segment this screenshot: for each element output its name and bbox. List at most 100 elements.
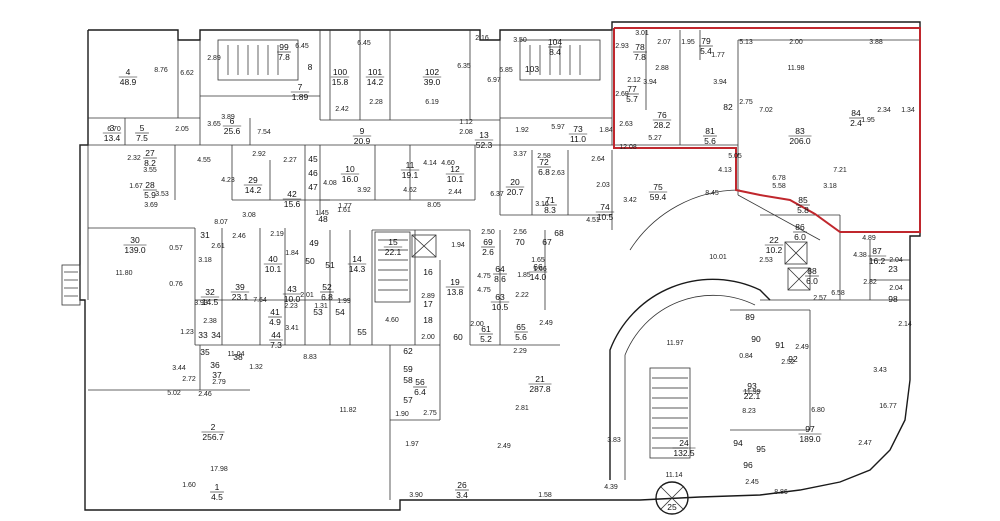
dimension-label: 2.75 xyxy=(739,99,753,106)
room-number: 65 xyxy=(516,322,526,332)
room-label-65: 655.6 xyxy=(514,322,528,342)
room-number: 89 xyxy=(745,312,755,322)
room-label-1: 14.5 xyxy=(210,482,224,502)
dimension-label: 1.58 xyxy=(538,492,552,499)
room-area: 14.0 xyxy=(530,272,547,282)
room-number: 92 xyxy=(788,354,798,364)
room-area: 6.8 xyxy=(538,167,550,177)
room-number: 99 xyxy=(279,42,289,52)
dimension-label: 2.38 xyxy=(203,318,217,325)
dimension-label: 2.81 xyxy=(515,405,529,412)
room-label-59: 59 xyxy=(403,364,413,374)
room-number: 20 xyxy=(510,177,520,187)
room-area: 206.0 xyxy=(789,136,811,146)
dimension-label: 1.85 xyxy=(517,272,531,279)
dimension-label: 1.67 xyxy=(129,183,143,190)
room-number: 41 xyxy=(270,307,280,317)
room-label-58: 58 xyxy=(403,375,413,385)
room-area: 59.4 xyxy=(650,192,667,202)
dimension-label: 6.97 xyxy=(487,77,501,84)
dimension-label: 2.05 xyxy=(175,126,189,133)
dimension-label: 1.61 xyxy=(337,207,351,214)
room-number: 101 xyxy=(368,67,382,77)
room-area: 5.4 xyxy=(700,46,712,56)
dimension-label: 1.94 xyxy=(451,242,465,249)
room-label-53: 53 xyxy=(313,307,323,317)
room-area: 22.1 xyxy=(385,247,402,257)
dimension-label: 0.76 xyxy=(169,281,183,288)
room-number: 34 xyxy=(211,330,221,340)
room-label-27: 278.2 xyxy=(143,148,157,168)
dimension-label: 3.18 xyxy=(823,183,837,190)
room-number: 14 xyxy=(352,254,362,264)
room-label-78: 787.8 xyxy=(633,42,647,62)
dimension-label: 2.42 xyxy=(335,106,349,113)
dimension-label: 6.45 xyxy=(295,43,309,50)
dimension-label: 1.66 xyxy=(533,266,547,273)
dimension-label: 2.49 xyxy=(795,344,809,351)
room-number: 7 xyxy=(298,82,303,92)
room-label-62: 62 xyxy=(403,346,413,356)
dimension-label: 2.75 xyxy=(423,410,437,417)
room-number: 44 xyxy=(271,330,281,340)
dimension-label: 1.32 xyxy=(249,364,263,371)
dimension-label: 4.75 xyxy=(477,287,491,294)
dimension-label: 4.14 xyxy=(423,160,437,167)
dimension-label: 1.97 xyxy=(405,441,419,448)
room-number: 64 xyxy=(495,264,505,274)
room-area: 22.1 xyxy=(744,391,761,401)
room-number: 95 xyxy=(756,444,766,454)
dimension-label: 7.02 xyxy=(759,107,773,114)
room-number: 63 xyxy=(495,292,505,302)
dimension-label: 11.80 xyxy=(116,270,133,277)
room-label-56: 566.4 xyxy=(413,377,427,397)
room-number: 75 xyxy=(653,182,663,192)
dimension-label: 1.84 xyxy=(285,250,299,257)
room-number: 26 xyxy=(457,480,467,490)
room-label-81: 815.6 xyxy=(703,126,717,146)
dimension-label: 3.94 xyxy=(643,79,657,86)
dimension-label: 11.97 xyxy=(667,340,684,347)
room-label-37: 37 xyxy=(212,370,222,380)
dimension-label: 2.50 xyxy=(481,229,495,236)
room-area: 8.2 xyxy=(144,158,156,168)
room-label-50: 50 xyxy=(305,256,315,266)
room-number: 47 xyxy=(308,182,318,192)
room-area: 20.9 xyxy=(354,136,371,146)
room-number: 25 xyxy=(667,502,677,512)
room-number: 30 xyxy=(130,235,140,245)
room-label-88: 886.0 xyxy=(805,266,819,286)
room-number: 6 xyxy=(230,116,235,126)
room-label-16: 16 xyxy=(423,267,433,277)
room-area: 10.2 xyxy=(766,245,783,255)
dimension-label: 0.84 xyxy=(739,353,753,360)
dimension-label: 7.21 xyxy=(833,167,847,174)
room-area: 287.8 xyxy=(529,384,551,394)
room-area: 16.2 xyxy=(869,256,886,266)
dimension-label: 2.23 xyxy=(284,303,298,310)
room-label-77: 775.7 xyxy=(625,84,639,104)
dimension-label: 3.88 xyxy=(869,39,883,46)
room-number: 35 xyxy=(200,347,210,357)
dimension-label: 4.39 xyxy=(604,484,618,491)
room-area: 13.4 xyxy=(104,133,121,143)
dimension-label: 2.93 xyxy=(615,43,629,50)
room-number: 53 xyxy=(313,307,323,317)
room-number: 3 xyxy=(110,123,115,133)
dimension-label: 5.97 xyxy=(551,124,565,131)
room-number: 85 xyxy=(798,195,808,205)
room-label-33: 33 xyxy=(198,330,208,340)
room-label-89: 89 xyxy=(745,312,755,322)
room-number: 54 xyxy=(335,307,345,317)
room-label-46: 46 xyxy=(308,168,318,178)
dimension-label: 1.60 xyxy=(182,482,196,489)
dimension-label: 3.16 xyxy=(535,201,549,208)
room-area: 11.0 xyxy=(570,134,586,144)
dimension-label: 2.49 xyxy=(497,443,511,450)
